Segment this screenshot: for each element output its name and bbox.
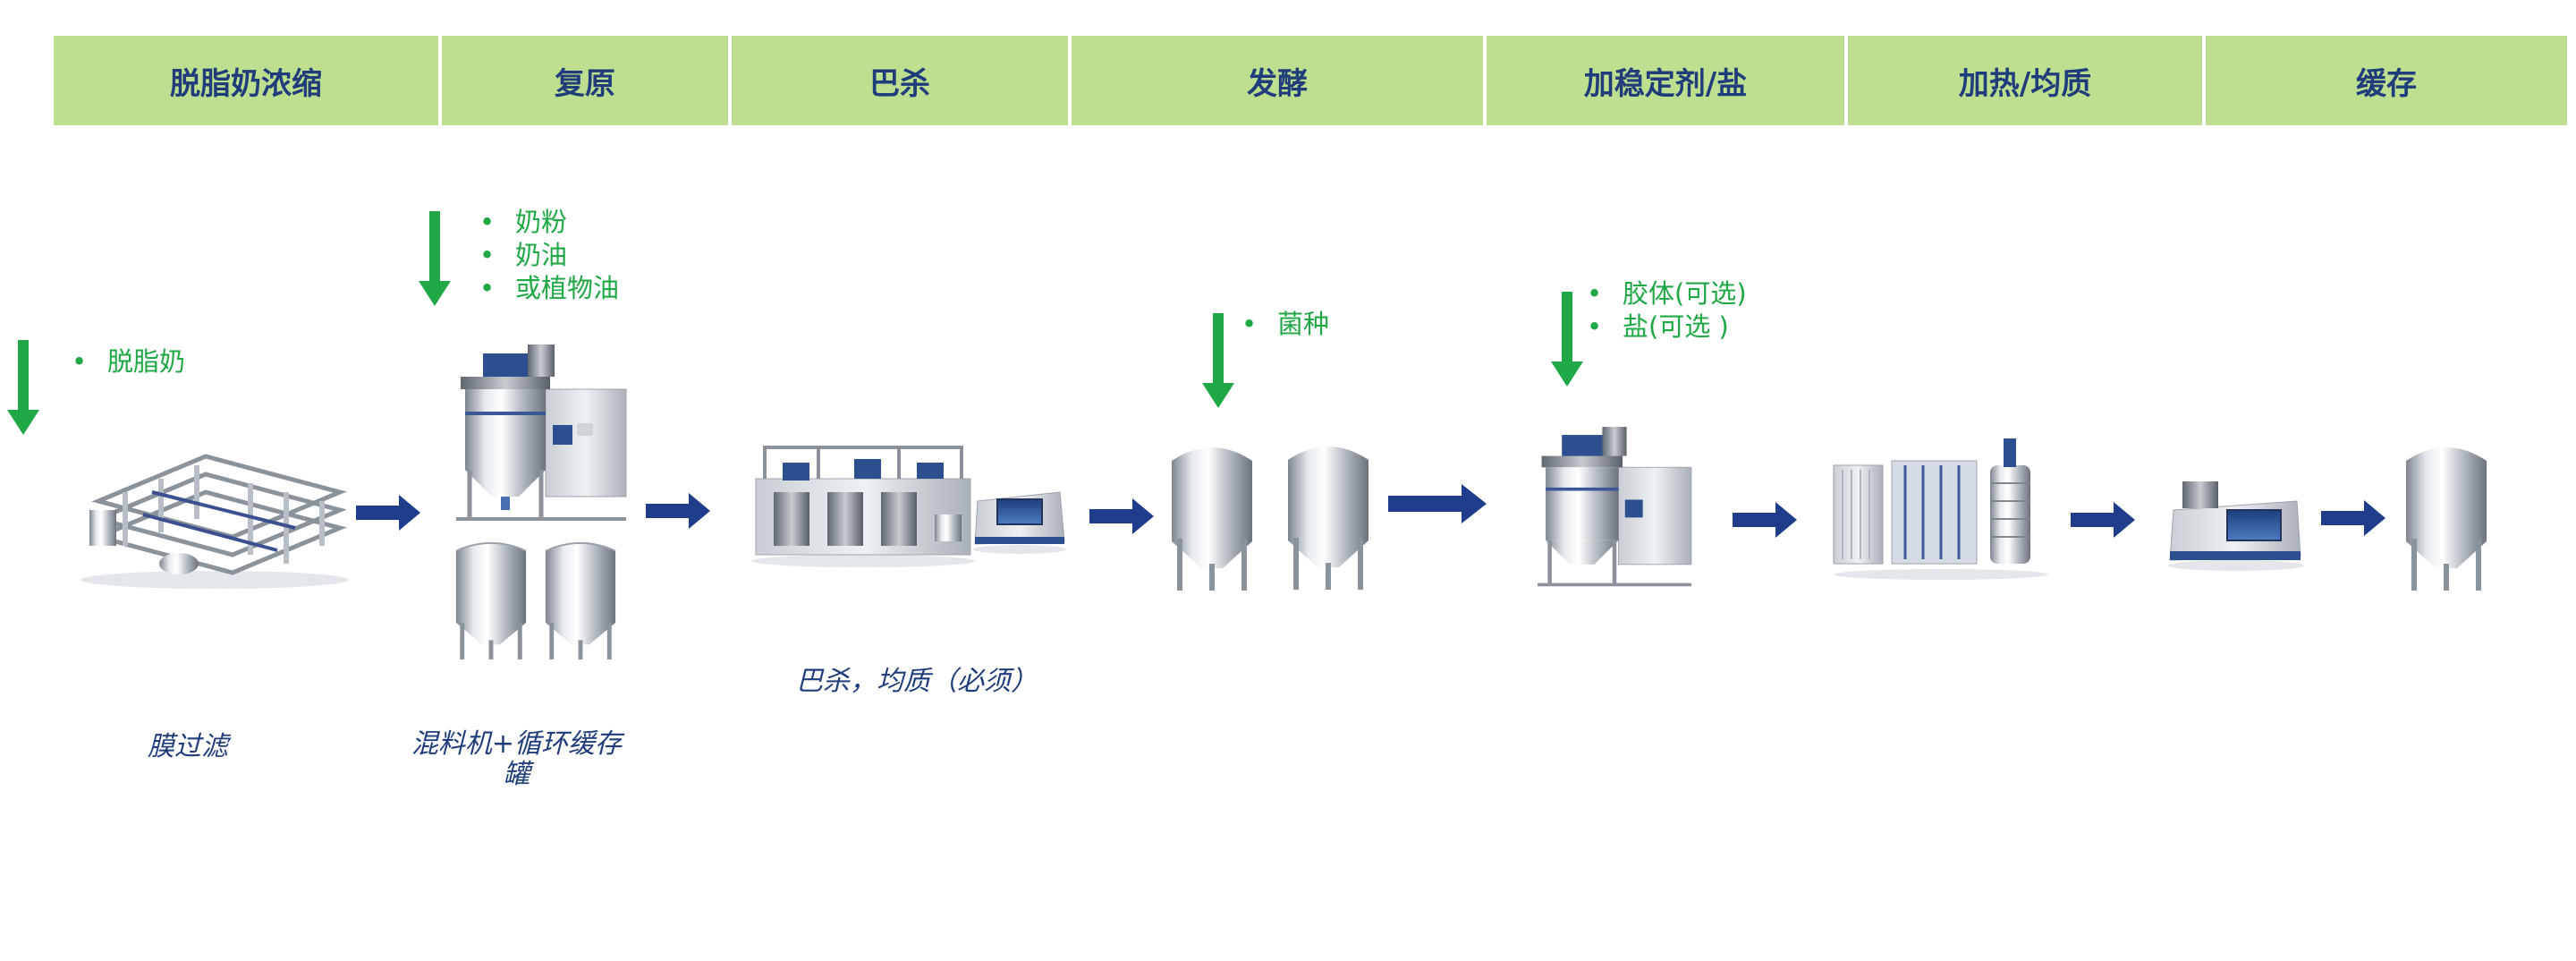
membrane-filter-equipment [80,454,349,589]
storage-tank-equipment [1288,446,1368,590]
mixer-tank-equipment [1538,427,1692,587]
flow-arrow-icon [1733,502,1797,538]
input-item: 菌种 [1241,308,1329,341]
input-list-reconstitution: 奶粉 奶油 或植物油 [479,206,619,305]
input-item: 盐(可选 ) [1587,310,1747,344]
input-item: 胶体(可选) [1587,277,1747,310]
input-item: 奶油 [479,239,619,272]
down-arrow-icon [7,340,39,435]
input-item: 奶粉 [479,206,619,239]
stage-pasteurization: 巴杀 [732,36,1068,125]
flow-arrow-icon [2321,500,2385,536]
down-arrow-icon [1551,292,1583,387]
pasteurizer-equipment [751,446,975,567]
input-list-fermentation: 菌种 [1241,308,1329,341]
homogenizer-equipment [2168,481,2304,571]
down-arrow-icon [1202,313,1234,408]
caption-membrane-filtration: 膜过滤 [148,731,228,762]
flow-arrow-icon [1388,484,1487,523]
storage-tank-equipment [2406,447,2487,591]
input-list-stabilizer: 胶体(可选) 盐(可选 ) [1587,277,1747,344]
caption-mixer-buffer-tank: 混料机+循环缓存罐 [411,728,623,790]
process-stage-header: 脱脂奶浓缩 复原 巴杀 发酵 加稳定剂/盐 加热/均质 缓存 [54,36,2567,125]
flow-arrow-icon [1089,498,1154,534]
flow-arrow-icon [646,493,710,529]
input-list-skim: 脱脂奶 [72,345,185,378]
input-item: 脱脂奶 [72,345,185,378]
caption-pasteurize-homogenize: 巴杀，均质（必须） [796,666,1038,697]
mixer-tank-equipment [456,344,627,521]
homogenizer-equipment [973,491,1066,554]
storage-tank-equipment [545,541,616,659]
storage-tank-equipment [455,541,527,659]
storage-tank-equipment [1172,447,1252,591]
stage-buffer-storage: 缓存 [2206,36,2567,125]
heat-exchanger-equipment [1833,438,2048,580]
stage-reconstitution: 复原 [442,36,728,125]
flow-arrow-icon [356,495,420,531]
stage-heating-homogenizing: 加热/均质 [1848,36,2202,125]
down-arrow-icon [419,211,451,306]
stage-add-stabilizer-salt: 加稳定剂/盐 [1487,36,1844,125]
flow-arrow-icon [2071,502,2135,538]
input-item: 或植物油 [479,272,619,305]
stage-fermentation: 发酵 [1072,36,1483,125]
stage-skim-concentration: 脱脂奶浓缩 [54,36,438,125]
